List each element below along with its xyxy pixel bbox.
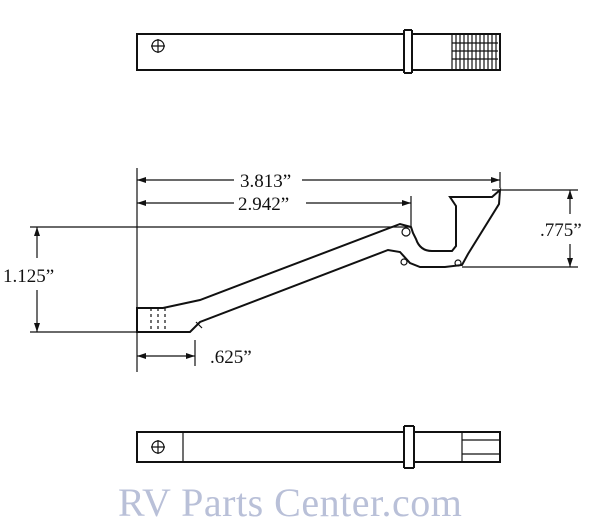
height-label: 1.125”	[3, 266, 54, 287]
tab-height-label: .775”	[540, 220, 582, 241]
knurled-end	[451, 35, 498, 69]
side-view: 3.813” 2.942” 1.125” .775” .625”	[3, 168, 582, 372]
pivot-length-label: 2.942”	[238, 194, 289, 215]
bottom-view	[136, 425, 501, 469]
overall-length-label: 3.813”	[240, 171, 291, 192]
watermark-text: RV Parts Center.com	[118, 480, 462, 525]
top-view	[136, 29, 501, 74]
tip-length-label: .625”	[210, 347, 252, 368]
